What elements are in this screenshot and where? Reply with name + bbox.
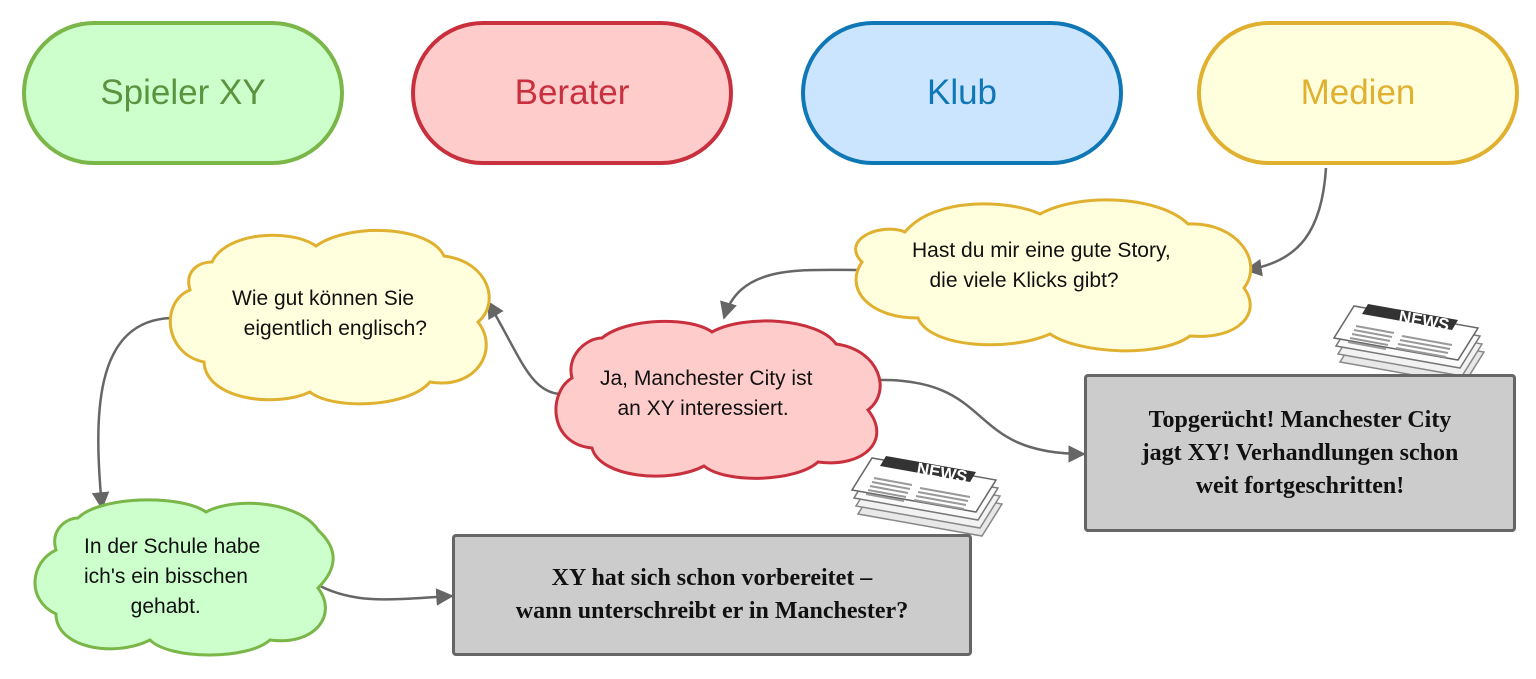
- media-question-text: Hast du mir eine gute Story, die viele K…: [912, 239, 1171, 292]
- cloud-media-question: [854, 198, 1253, 353]
- newspaper-icon-bottom: NEWS: [851, 455, 1003, 537]
- actor-media: Medien: [1197, 21, 1519, 165]
- cloud-agent-answer: [554, 319, 882, 480]
- arrow-media-to-question: [1244, 167, 1328, 277]
- agent-answer-text: Ja, Manchester City ist an XY interessie…: [600, 367, 813, 420]
- headline-bottom-text: XY hat sich schon vorbereitet – wann unt…: [515, 565, 909, 624]
- cloud-interviewer-question: [168, 228, 491, 406]
- actor-agent: Berater: [411, 21, 733, 165]
- actor-club-label: Klub: [926, 73, 998, 112]
- cloud-player-answer: [33, 498, 335, 657]
- actor-club: Klub: [801, 21, 1123, 165]
- actor-media-label: Medien: [1300, 73, 1416, 112]
- interviewer-question-text: Wie gut können Sie eigentlich englisch?: [232, 287, 427, 340]
- player-answer-text: In der Schule habe ich's ein bisschen ge…: [84, 535, 261, 618]
- actor-agent-label: Berater: [514, 73, 630, 112]
- headline-top-box: Topgerücht! Manchester City jagt XY! Ver…: [1084, 374, 1516, 532]
- arrow-interviewer-to-player: [91, 316, 173, 510]
- arrow-agent-to-headline-top: [869, 378, 1086, 463]
- headline-bottom-box: XY hat sich schon vorbereitet – wann unt…: [452, 534, 972, 656]
- actor-player-label: Spieler XY: [100, 73, 266, 112]
- actor-player: Spieler XY: [22, 21, 344, 165]
- arrow-question-to-agent: [720, 268, 863, 320]
- arrow-agent-to-interviewer: [486, 300, 561, 396]
- arrow-player-to-headline-bottom: [319, 584, 454, 606]
- headline-top-text: Topgerücht! Manchester City jagt XY! Ver…: [1141, 406, 1459, 499]
- newspaper-icon-top: NEWS: [1333, 303, 1485, 385]
